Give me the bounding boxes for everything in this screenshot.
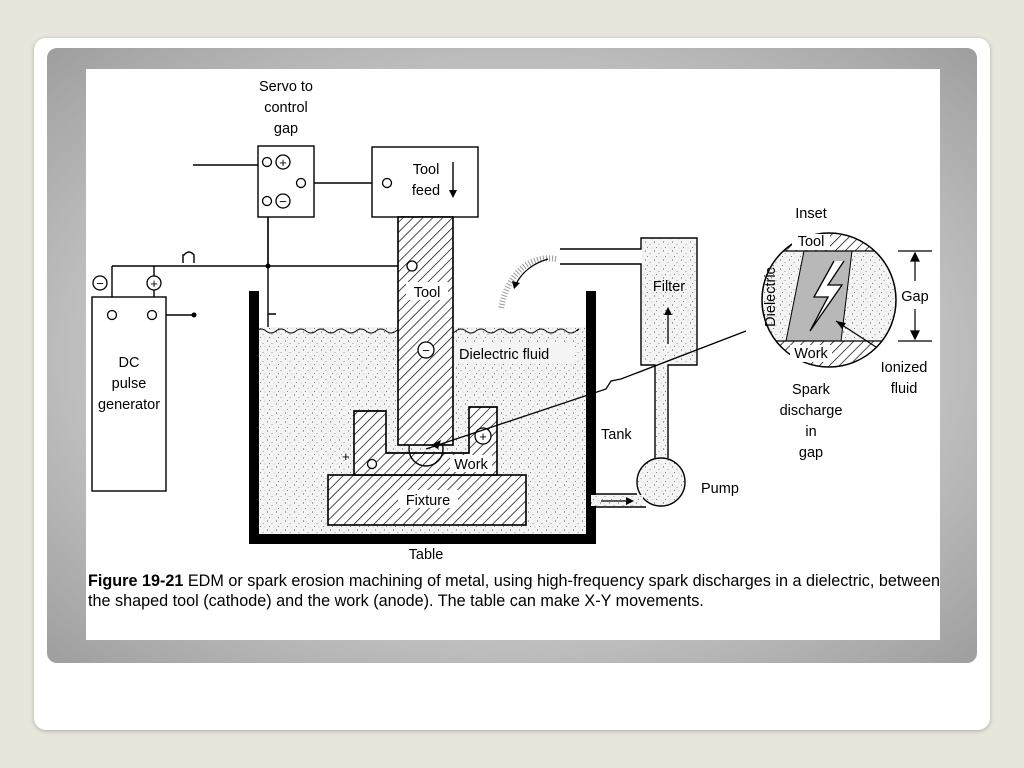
servo-label-2: control [264, 100, 308, 116]
filter-label: Filter [653, 279, 685, 295]
figure-caption: Figure 19-21 EDM or spark erosion machin… [88, 571, 948, 611]
filter-plumbing: Filter [498, 237, 698, 508]
dc-label-1: DC [119, 355, 140, 371]
servo-label-1: Servo to [259, 79, 313, 95]
inset-work-label: Work [794, 346, 828, 362]
pump-label: Pump [701, 481, 739, 497]
tool-label: Tool [414, 285, 441, 301]
gap-dimension [898, 250, 932, 342]
svg-text:−: − [422, 343, 430, 358]
spark-label-2: discharge [780, 403, 843, 419]
spark-label-1: Spark [792, 382, 831, 398]
tool-feed-label-2: feed [412, 183, 440, 199]
dc-label-3: generator [98, 397, 160, 413]
svg-text:+: + [342, 449, 350, 464]
tool-electrode: Tool − [397, 216, 454, 446]
servo-label-3: gap [274, 121, 298, 137]
servo-box: + − [257, 145, 315, 218]
spark-label-3: in [805, 424, 816, 440]
dc-generator: − + DC pulse generator [91, 275, 167, 492]
work-piece: Work + + [342, 406, 498, 476]
work-label: Work [454, 457, 488, 473]
inset-detail: Tool Work Dielectric [761, 232, 897, 368]
inset-dielectric-label: Dielectric [763, 267, 779, 327]
dielectric-fluid-label: Dielectric fluid [459, 347, 549, 363]
edm-figure: + − Servo to control gap Tool feed − + [86, 69, 940, 640]
ionized-label-1: Ionized [881, 360, 928, 376]
caption-label: Figure 19-21 [88, 572, 184, 590]
ionized-label-2: fluid [891, 381, 918, 397]
tank-label: Tank [601, 427, 632, 443]
svg-text:+: + [479, 429, 487, 444]
tool-feed-box: Tool feed [371, 146, 479, 218]
tool-feed-label-1: Tool [413, 162, 440, 178]
svg-text:+: + [279, 155, 287, 170]
gap-label: Gap [901, 289, 928, 305]
spark-label-4: gap [799, 445, 823, 461]
fixture: Fixture [327, 474, 527, 526]
svg-text:−: − [96, 276, 104, 291]
edm-diagram: + − Servo to control gap Tool feed − + [91, 79, 932, 563]
dc-label-2: pulse [112, 376, 147, 392]
caption-text: EDM or spark erosion machining of metal,… [88, 572, 941, 610]
inset-label: Inset [795, 206, 826, 222]
fixture-label: Fixture [406, 493, 450, 509]
svg-text:−: − [279, 194, 287, 209]
svg-text:+: + [150, 276, 158, 291]
table-label: Table [409, 547, 444, 563]
inset-tool-label: Tool [798, 234, 825, 250]
